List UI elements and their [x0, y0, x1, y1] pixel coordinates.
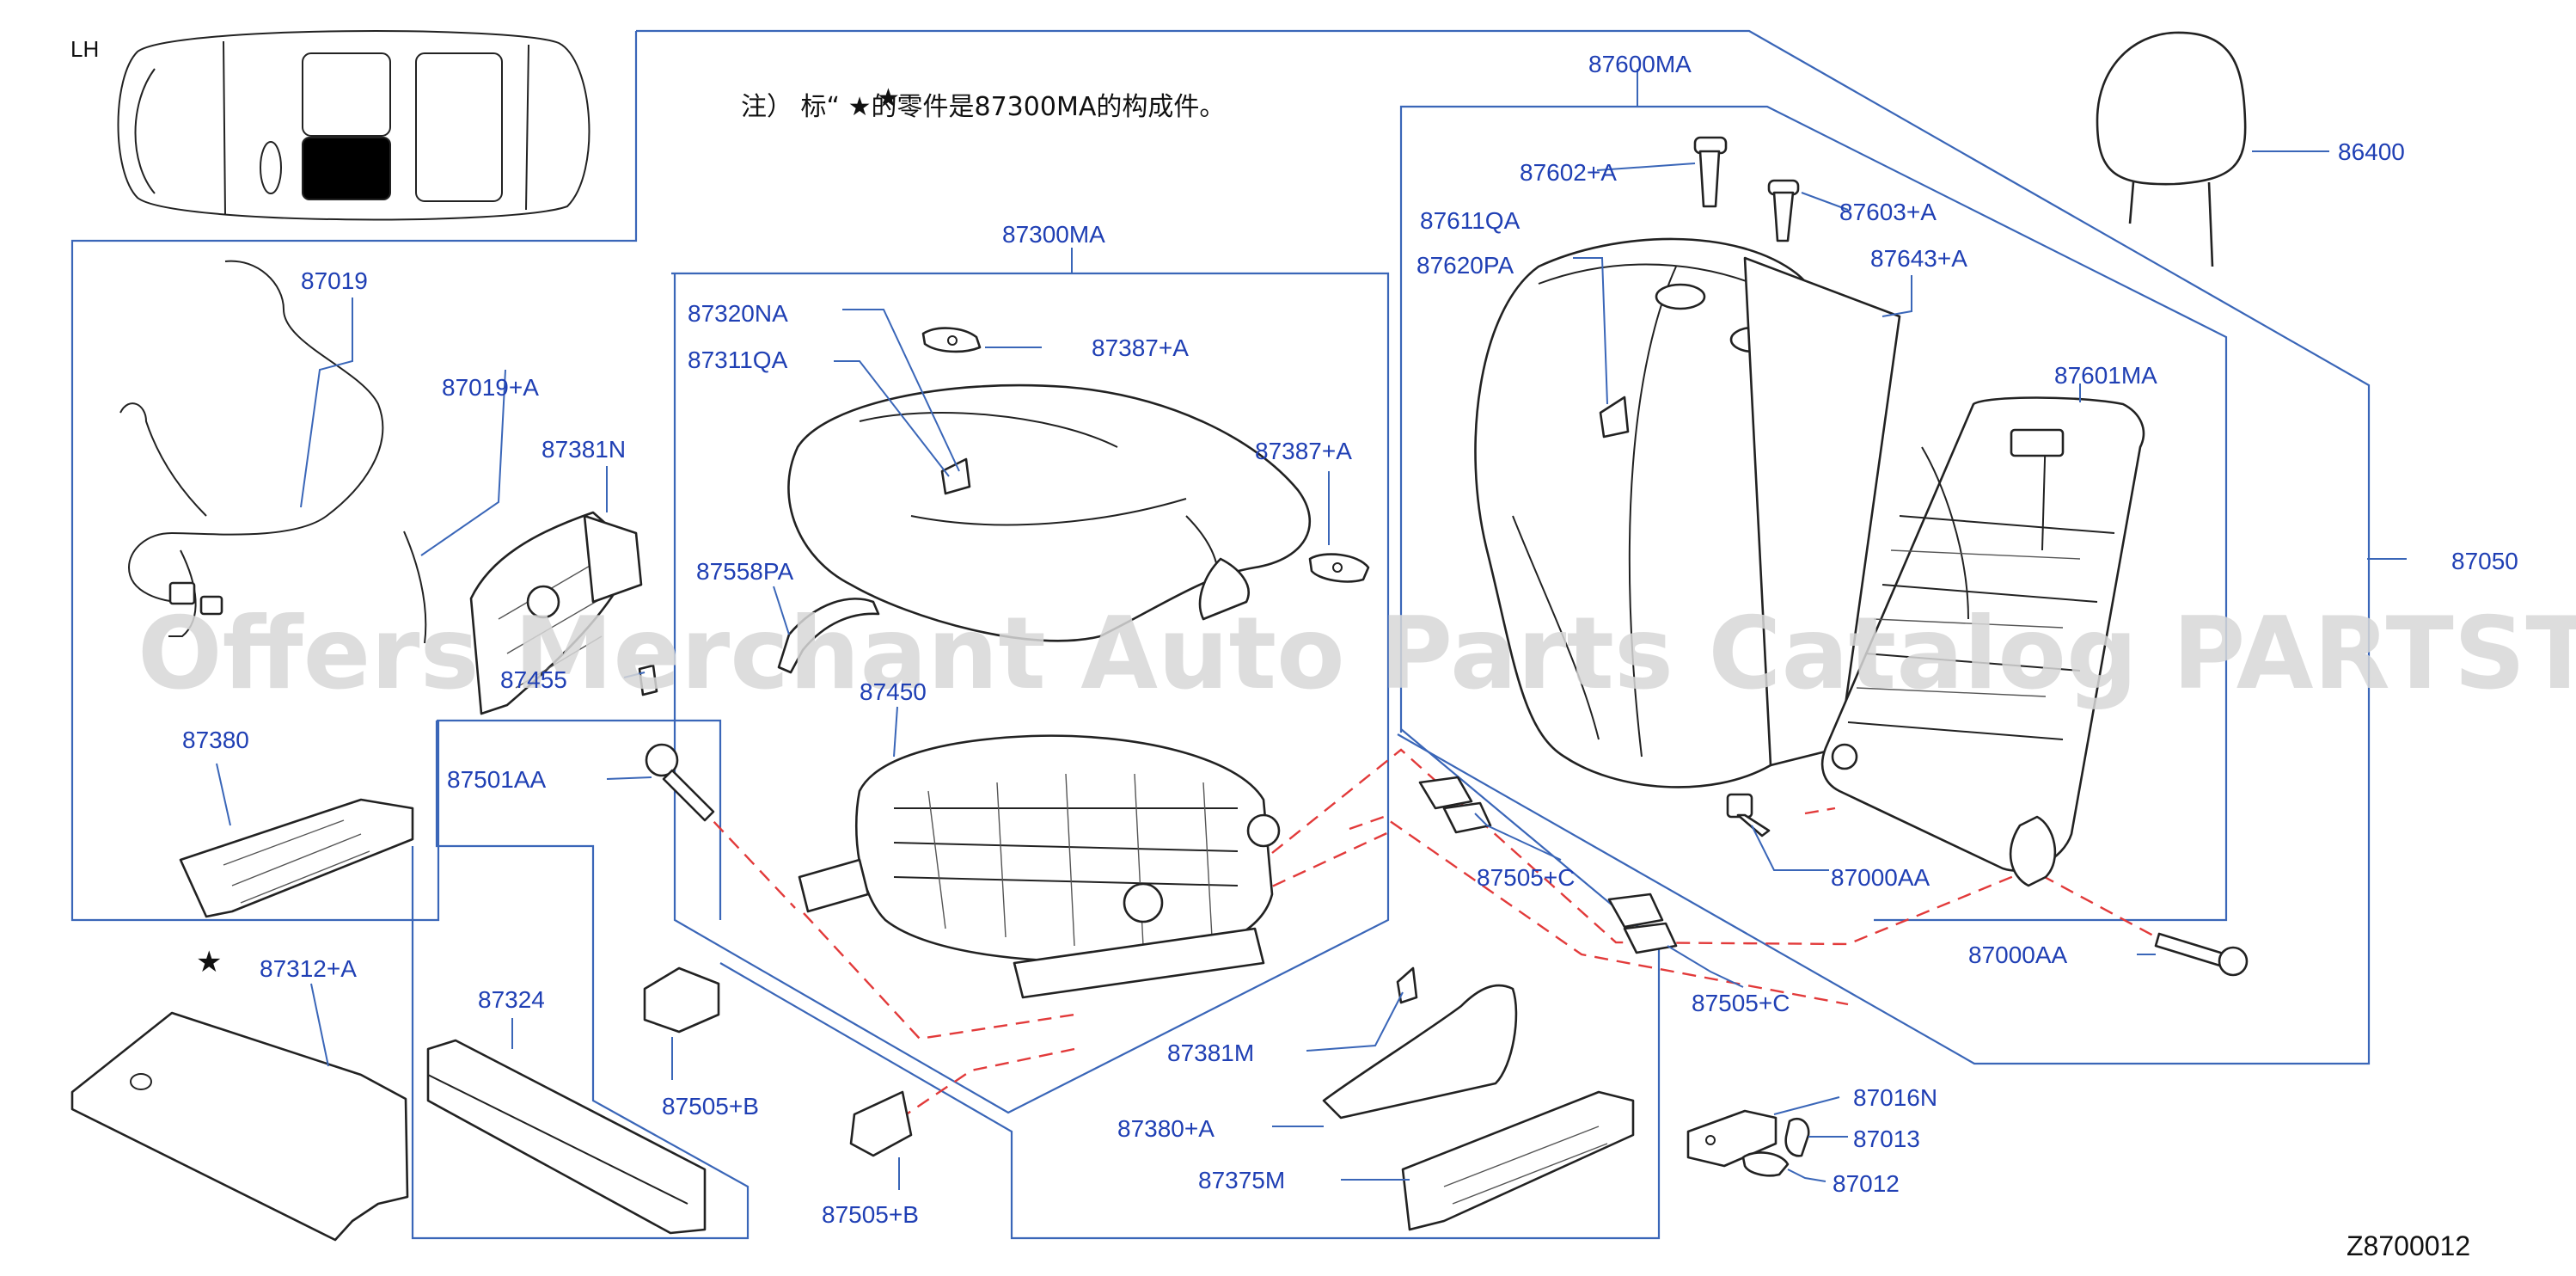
cover-strip-87324	[426, 1039, 707, 1235]
label-87324: 87324	[478, 986, 545, 1013]
bolt-87501AA	[645, 743, 715, 822]
note-star-marker: ★	[877, 83, 900, 113]
view-side-label: LH	[70, 36, 99, 62]
label-87603A: 87603+A	[1839, 199, 1937, 225]
label-87016N: 87016N	[1853, 1084, 1937, 1111]
clip-87387A-top	[921, 327, 982, 353]
label-87380A: 87380+A	[1117, 1115, 1215, 1142]
headrest-guide-87603A	[1767, 179, 1800, 242]
label-87012: 87012	[1833, 1170, 1900, 1197]
rear-seat-icon	[415, 52, 503, 202]
bracket-87505C-upper	[1418, 776, 1492, 834]
label-87387A-side: 87387+A	[1255, 438, 1352, 464]
label-87558PA: 87558PA	[696, 558, 793, 585]
label-87505C-lower: 87505+C	[1692, 990, 1790, 1016]
label-87602A: 87602+A	[1520, 159, 1617, 186]
slide-cover-87375M	[1401, 1090, 1635, 1231]
label-87000AA-upper: 87000AA	[1831, 864, 1930, 891]
label-87600MA: 87600MA	[1588, 51, 1692, 77]
watermark-text: Offers Merchant Auto Parts Catalog PARTS…	[138, 596, 2576, 712]
vehicle-locator: LH	[70, 30, 590, 221]
label-87620PA: 87620PA	[1416, 252, 1514, 279]
label-87375M: 87375M	[1198, 1167, 1285, 1193]
headrest-86400	[2096, 31, 2247, 267]
label-87050: 87050	[2451, 548, 2518, 574]
label-87000AA-lower: 87000AA	[1968, 942, 2068, 968]
label-87320NA: 87320NA	[688, 300, 788, 327]
label-87380: 87380	[182, 727, 249, 753]
tag-clip-87311QA	[940, 457, 971, 495]
bracket-87505C-lower	[1607, 893, 1678, 954]
label-87019: 87019	[301, 267, 368, 294]
label-87601MA: 87601MA	[2054, 362, 2157, 389]
tag-clip-87611QA	[1599, 396, 1630, 439]
label-87381M: 87381M	[1167, 1040, 1254, 1066]
label-87381N: 87381N	[542, 436, 626, 463]
label-87312A: 87312+A	[260, 955, 357, 982]
bracket-87505B-upper	[643, 966, 720, 1034]
label-87505B-lower: 87505+B	[822, 1201, 919, 1228]
label-87505B-upper: 87505+B	[662, 1093, 759, 1120]
wire-harness-87019	[119, 260, 384, 637]
label-87013: 87013	[1853, 1126, 1920, 1152]
headrest-guide-87602A	[1693, 136, 1728, 208]
label-87505C-upper: 87505+C	[1477, 864, 1575, 891]
leader-lines	[216, 69, 2407, 1190]
seat-front-right-icon	[302, 52, 391, 137]
wire-cover-87558PA	[777, 598, 880, 674]
seat-cushion-frame-87450	[798, 734, 1281, 999]
seatback-frame-87601MA	[1820, 396, 2145, 887]
knob-87013	[1784, 1117, 1810, 1157]
label-86400: 86400	[2338, 138, 2405, 165]
label-87455: 87455	[500, 666, 567, 693]
callout-labels: 87600MA 86400 87602+A 87603+A 87611QA 87…	[182, 51, 2518, 1228]
seat-front-left-highlighted-icon	[302, 137, 391, 200]
knob-87012	[1741, 1151, 1790, 1177]
carpet-pad-87312A	[70, 1011, 409, 1242]
bolt-87000AA-lower	[2154, 932, 2249, 977]
slide-cover-87380A	[1322, 984, 1518, 1120]
seat-switch-bracket-87381N	[469, 511, 658, 715]
label-87311QA: 87311QA	[688, 347, 788, 373]
label-87300MA: 87300MA	[1002, 221, 1105, 248]
cushion-trim-87320NA	[787, 383, 1312, 642]
star-marker: ★	[196, 945, 222, 979]
bolt-87000AA-upper	[1726, 793, 1771, 837]
drawing-code: Z8700012	[2347, 1230, 2470, 1261]
label-87450: 87450	[860, 678, 927, 705]
label-87387A-top: 87387+A	[1092, 334, 1189, 361]
seat-slide-cover-87380	[179, 798, 414, 918]
label-87019A: 87019+A	[442, 374, 539, 401]
assembly-note: 注） 标“ ★的零件是87300MA的构成件。	[741, 92, 1225, 122]
bracket-87505B-lower	[849, 1090, 913, 1157]
clip-87387A-side	[1308, 553, 1370, 583]
label-87611QA: 87611QA	[1420, 207, 1521, 234]
label-87501AA: 87501AA	[447, 766, 547, 793]
wire-harness-87019A	[403, 531, 427, 644]
label-87643A: 87643+A	[1870, 245, 1967, 272]
